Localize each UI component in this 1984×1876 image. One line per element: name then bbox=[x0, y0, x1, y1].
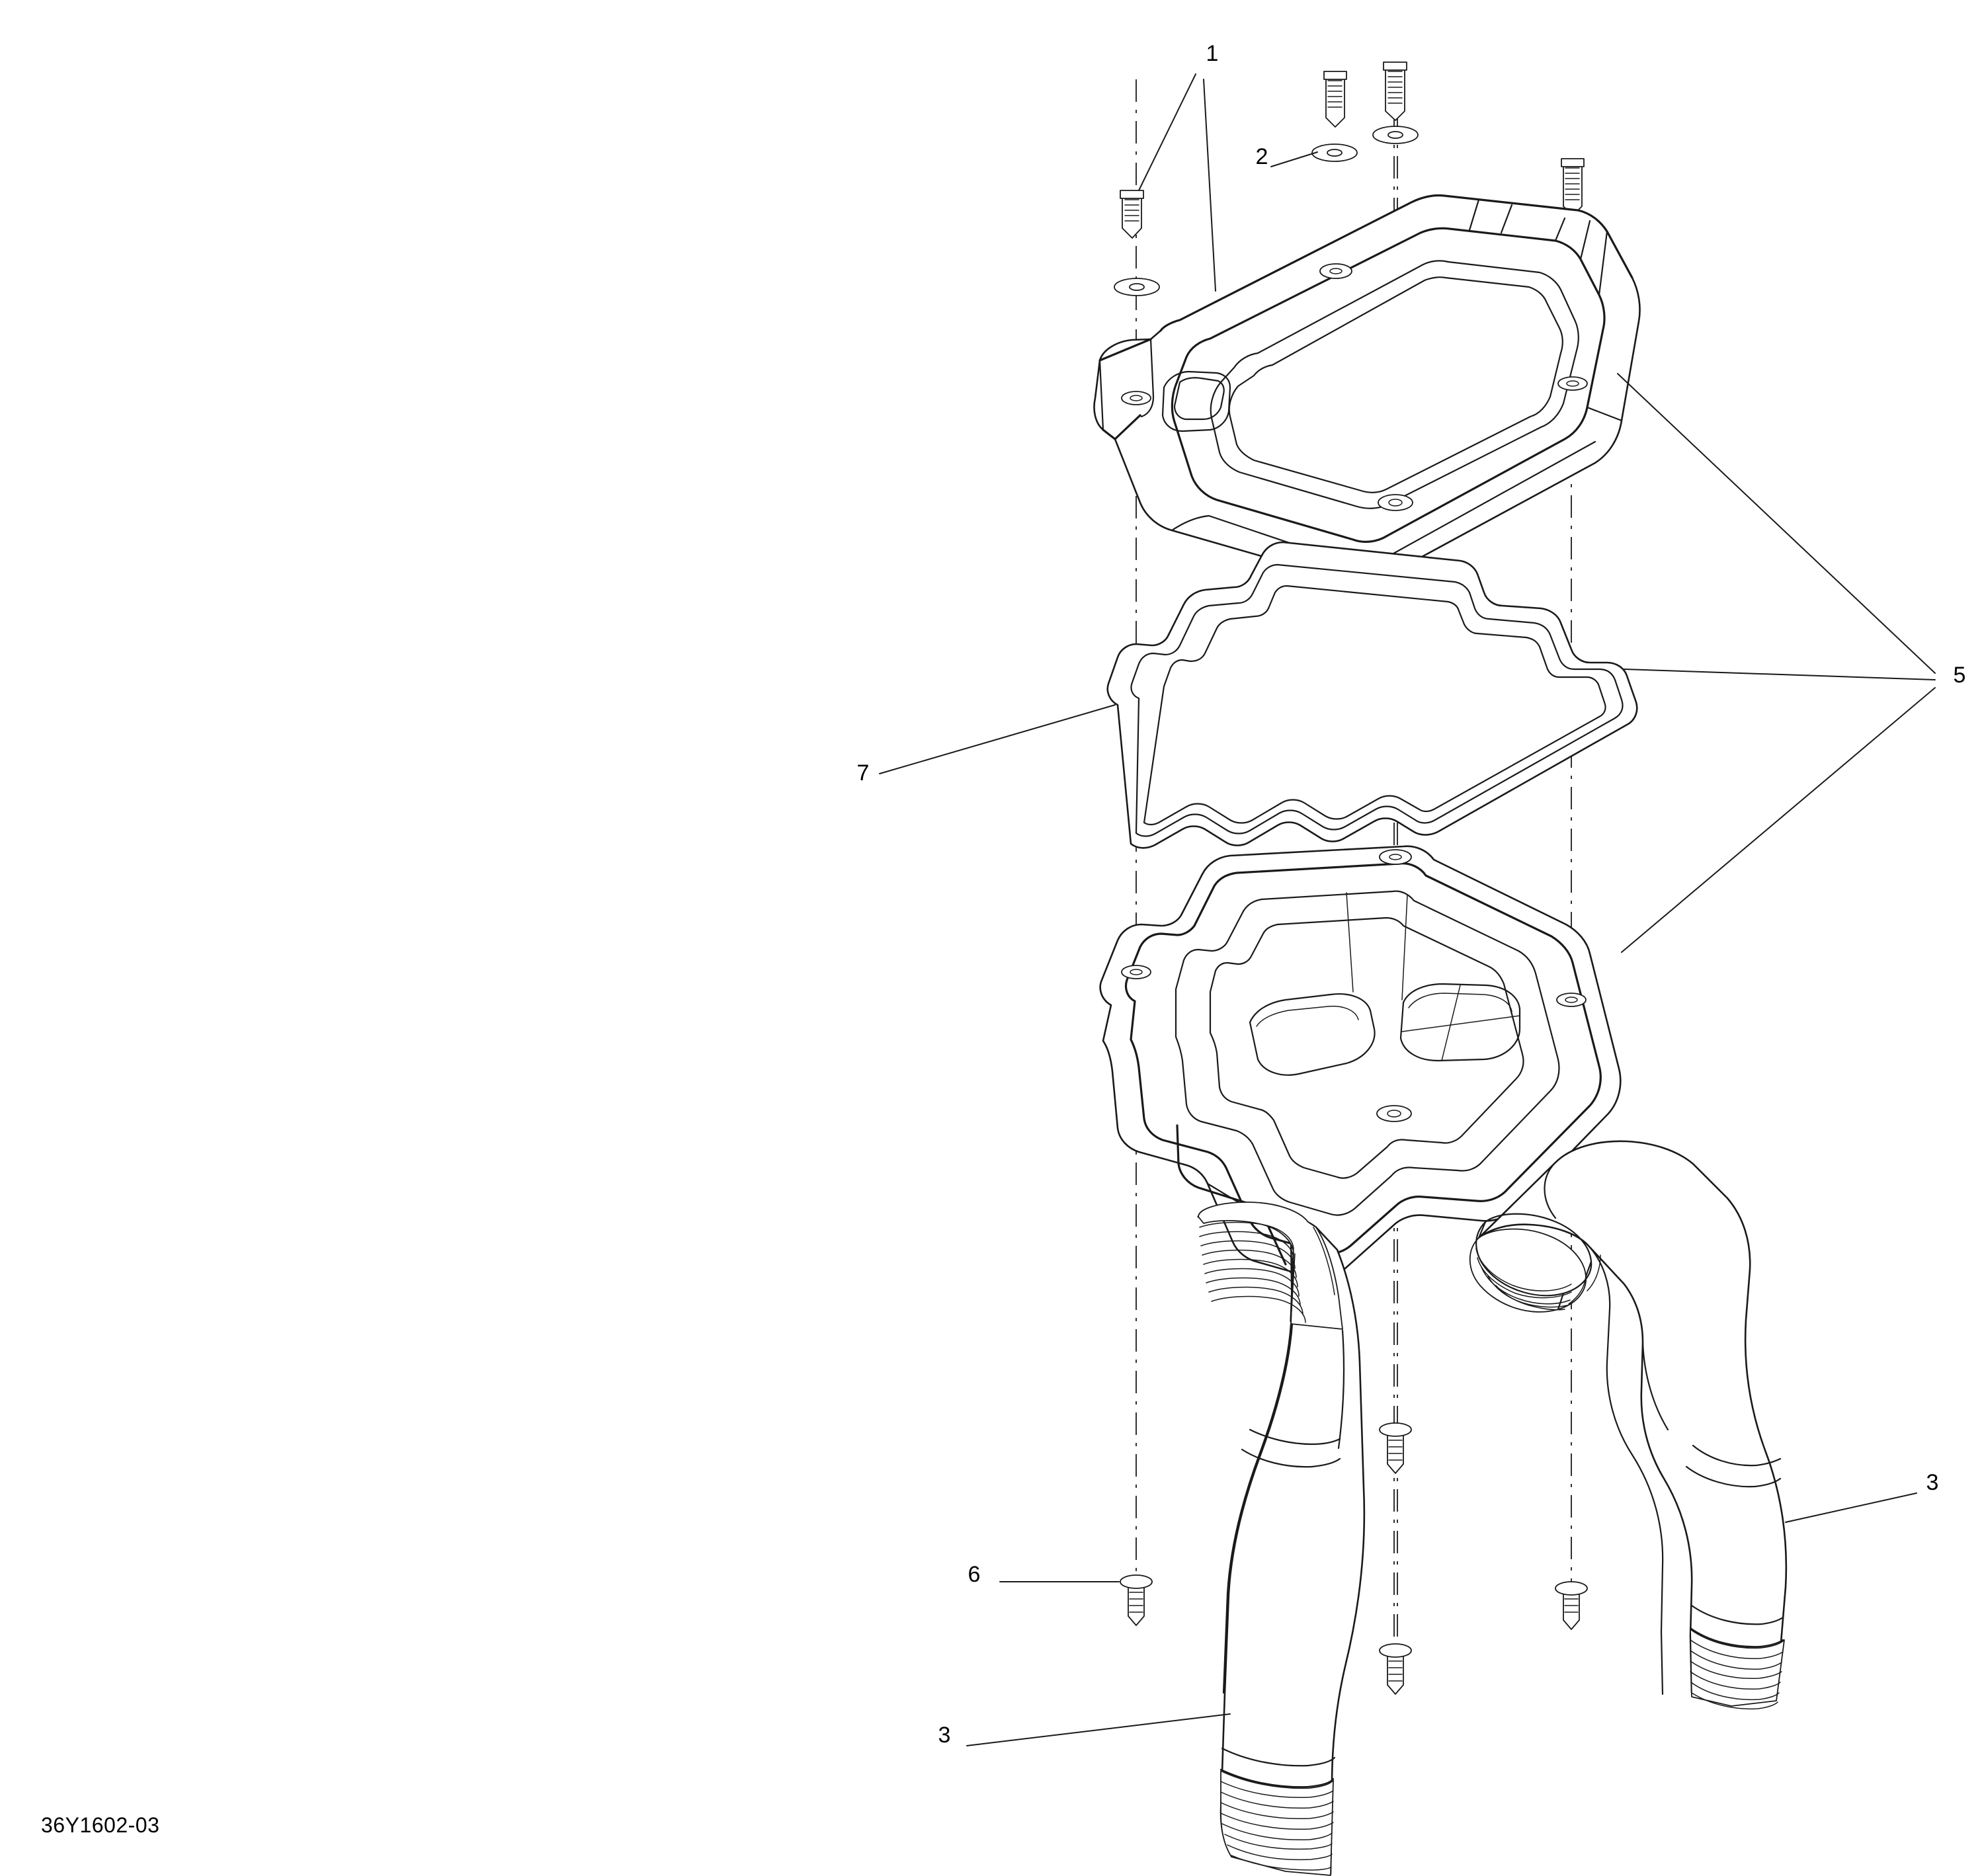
leader-3-left bbox=[966, 1713, 1231, 1746]
leader-5-base bbox=[1621, 687, 1936, 953]
duct-right-top-ribs bbox=[1475, 1248, 1601, 1311]
base-boss-center-left bbox=[1379, 849, 1412, 865]
screw-long-left bbox=[1120, 190, 1144, 239]
cover-boss-left bbox=[1121, 391, 1151, 405]
leader-5-cover bbox=[1617, 373, 1936, 674]
base-boss-center bbox=[1376, 1105, 1412, 1122]
drawing-code: 36Y1602-03 bbox=[41, 1813, 160, 1837]
screw-long-right bbox=[1561, 158, 1585, 216]
leader-1-b bbox=[1203, 79, 1216, 292]
intake-duct-left bbox=[1197, 1202, 1366, 1876]
leader-1-a bbox=[1138, 73, 1196, 191]
callout-7: 7 bbox=[857, 760, 870, 786]
callout-6: 6 bbox=[968, 1562, 981, 1587]
callout-3-left: 3 bbox=[938, 1723, 951, 1748]
intake-duct-right bbox=[1469, 1140, 1788, 1710]
callout-labels: 1 2 5 7 3 6 3 bbox=[857, 41, 1966, 1748]
screw-short-left bbox=[1120, 1574, 1153, 1626]
duct-left-top-ribs bbox=[1199, 1221, 1335, 1323]
fastener-group-bottom bbox=[1120, 1422, 1588, 1695]
cover-boss-center-left bbox=[1319, 263, 1352, 279]
leader-lines bbox=[879, 73, 1936, 1746]
callout-2: 2 bbox=[1256, 144, 1268, 169]
washer-left bbox=[1114, 278, 1160, 296]
callout-5: 5 bbox=[1954, 663, 1966, 688]
leader-3-right bbox=[1785, 1492, 1917, 1523]
callout-1: 1 bbox=[1206, 41, 1219, 66]
screw-long-center-left bbox=[1323, 71, 1347, 128]
fastener-group-top bbox=[1114, 61, 1596, 296]
duct-left-bottom-ribs bbox=[1220, 1781, 1334, 1871]
washer-center bbox=[1372, 126, 1419, 144]
base-boss-right bbox=[1556, 993, 1587, 1007]
silencer-cover bbox=[1093, 194, 1641, 584]
screw-short-center-lower bbox=[1379, 1643, 1412, 1695]
silencer-gasket bbox=[1106, 541, 1638, 849]
screw-short-center-upper bbox=[1379, 1422, 1412, 1474]
base-opening-right bbox=[1399, 983, 1521, 1062]
base-opening-left bbox=[1249, 993, 1376, 1076]
washer-center-left bbox=[1311, 143, 1358, 162]
screw-long-center bbox=[1383, 61, 1407, 121]
duct-right-bottom-ribs bbox=[1690, 1639, 1784, 1710]
base-boss-left bbox=[1121, 965, 1151, 979]
callout-3-right: 3 bbox=[1926, 1470, 1939, 1495]
screw-short-right bbox=[1555, 1581, 1588, 1630]
leader-5-mid bbox=[1624, 669, 1936, 680]
leader-7 bbox=[879, 704, 1116, 774]
cover-boss-center bbox=[1378, 494, 1413, 511]
leader-2 bbox=[1270, 151, 1318, 167]
cover-boss-right bbox=[1557, 376, 1588, 391]
